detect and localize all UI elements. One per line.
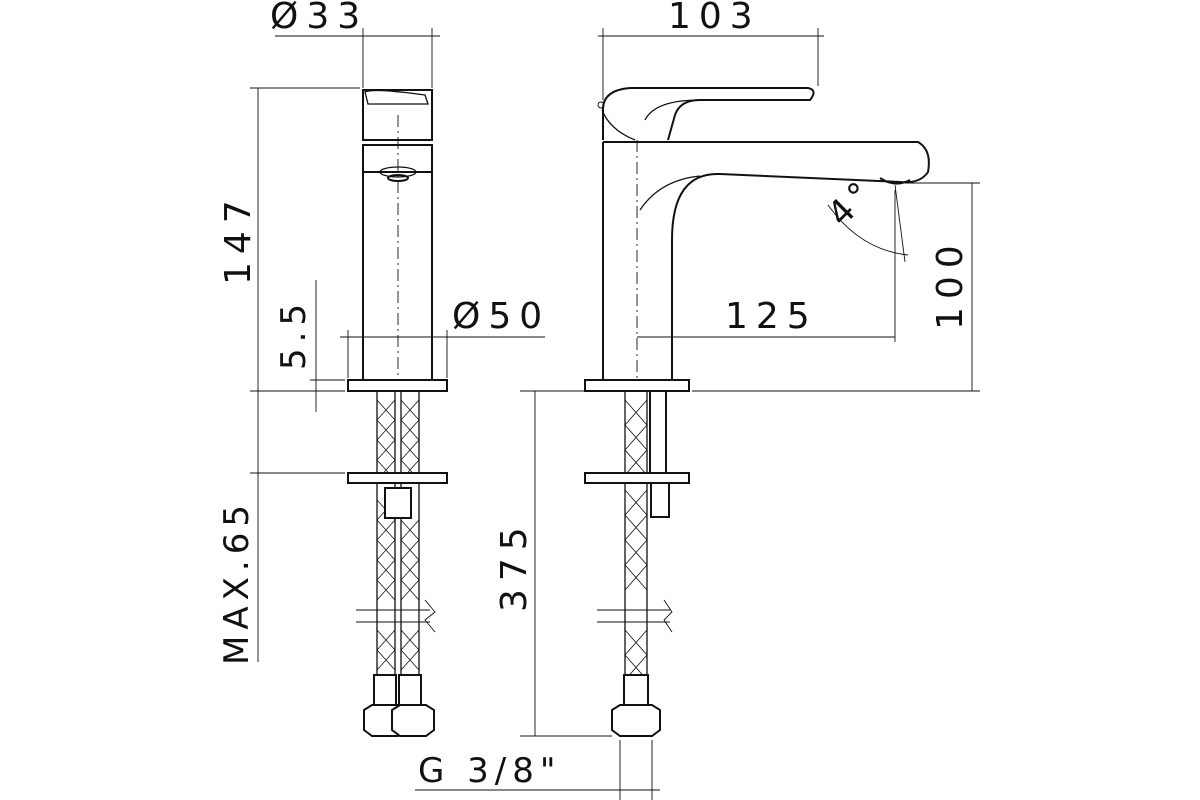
- front-view: [347, 89, 448, 737]
- side-view: [584, 87, 930, 737]
- dim-base-5-5: 5.5: [274, 298, 314, 370]
- front-dimensions: Ø33 147 5.5 Ø50 MAX.65: [217, 0, 550, 665]
- dim-height-147: 147: [218, 192, 259, 285]
- side-dimensions: 103 125 100 4° 375 G 3/8": [415, 0, 980, 800]
- dim-length-375: 375: [494, 519, 535, 612]
- dim-diameter-33: Ø33: [270, 0, 368, 37]
- dim-length-103: 103: [668, 0, 761, 37]
- dim-reach-125: 125: [725, 296, 818, 337]
- dim-diameter-50: Ø50: [452, 296, 550, 337]
- dim-max-65: MAX.65: [217, 499, 257, 665]
- dim-connection-g38: G 3/8": [418, 751, 562, 791]
- dim-height-100: 100: [930, 237, 971, 330]
